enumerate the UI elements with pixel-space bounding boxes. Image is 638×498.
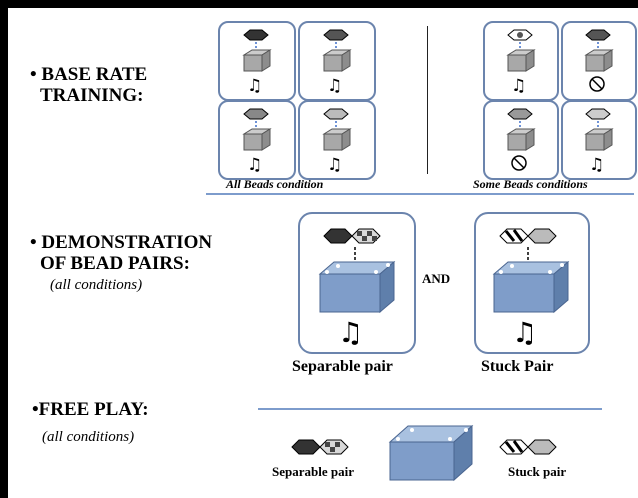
free-stuck-caption: Stuck pair [508, 464, 567, 479]
bullet: • [30, 232, 37, 253]
sound-trial-diagram: ♫ [584, 108, 614, 175]
free-separable-caption: Separable pair [272, 464, 354, 479]
trial-card-all-2: ♫ [298, 21, 376, 101]
trial-card-some-3 [483, 100, 559, 180]
demo-note: (all conditions) [50, 277, 143, 293]
free-play-heading: •FREE PLAY: [32, 399, 149, 420]
bead-icon [527, 228, 557, 244]
stuck-pair-card: ♫ [474, 212, 590, 354]
figure-panel: • BASE RATE TRAINING: ♫ ♫ [8, 8, 638, 498]
music-note-icon: ♫ [327, 155, 342, 175]
music-note-icon: ♫ [512, 316, 537, 349]
bead-icon [527, 439, 557, 455]
music-note-icon: ♫ [338, 316, 363, 349]
separable-pair-caption: Separable pair [292, 358, 393, 375]
bullet: • [30, 64, 37, 85]
bead-pair-separable [323, 228, 381, 244]
demo-heading: • DEMONSTRATION OF BEAD PAIRS: [30, 232, 212, 274]
bead-icon [507, 108, 533, 120]
section-divider-2 [258, 408, 602, 410]
no-sound-icon [511, 155, 527, 171]
sound-trial-diagram: ♫ [242, 29, 272, 96]
stuck-pair-caption: Stuck Pair [481, 358, 554, 375]
box-icon [492, 260, 570, 314]
bead-icon [323, 108, 349, 120]
music-note-icon: ♫ [327, 76, 342, 96]
bead-icon [323, 228, 353, 244]
music-note-icon: ♫ [589, 155, 604, 175]
music-note-icon: ♫ [247, 76, 262, 96]
no-sound-icon [589, 76, 605, 92]
music-note-icon: ♫ [247, 155, 262, 175]
bead-icon [585, 29, 611, 41]
box-icon [318, 260, 396, 314]
bead-icon [243, 108, 269, 120]
trial-card-some-4: ♫ [561, 100, 637, 180]
trial-card-some-2 [561, 21, 637, 101]
some-beads-caption: Some Beads conditions [473, 177, 588, 191]
no-sound-trial-diagram [584, 29, 614, 92]
free-play-note: (all conditions) [42, 429, 135, 445]
trial-card-all-4: ♫ [298, 100, 376, 180]
all-beads-caption: All Beads condition [226, 177, 324, 191]
and-label: AND [422, 271, 451, 286]
sound-trial-diagram: ♫ [506, 29, 536, 96]
free-stuck-pair-icon [499, 439, 557, 455]
demo-title-line2: OF BEAD PAIRS: [40, 253, 190, 274]
sound-trial-diagram: ♫ [322, 29, 352, 96]
condition-divider [427, 26, 428, 174]
stuck-pair-diagram: ♫ [492, 228, 570, 349]
base-rate-title-line2: TRAINING: [40, 85, 144, 106]
trial-card-all-1: ♫ [218, 21, 296, 101]
no-sound-trial-diagram [506, 108, 536, 171]
separable-pair-diagram: ♫ [318, 228, 396, 349]
free-separable-pair-icon [291, 439, 349, 455]
free-play-box [388, 424, 474, 482]
bead-pair-stuck [499, 228, 557, 244]
trial-card-some-1: ♫ [483, 21, 559, 101]
separable-pair-card: ♫ [298, 212, 416, 354]
base-rate-heading: • BASE RATE TRAINING: [30, 64, 147, 106]
box-icon [388, 424, 474, 482]
sound-trial-diagram: ♫ [242, 108, 272, 175]
trial-card-all-3: ♫ [218, 100, 296, 180]
section-divider-1 [206, 193, 634, 195]
base-rate-title-line1: BASE RATE [41, 64, 148, 85]
sound-trial-diagram: ♫ [322, 108, 352, 175]
bead-icon [323, 29, 349, 41]
bead-icon [243, 29, 269, 41]
demo-title-line1: DEMONSTRATION [41, 232, 213, 253]
bead-icon [585, 108, 611, 120]
bead-icon [291, 439, 321, 455]
music-note-icon: ♫ [511, 76, 526, 96]
